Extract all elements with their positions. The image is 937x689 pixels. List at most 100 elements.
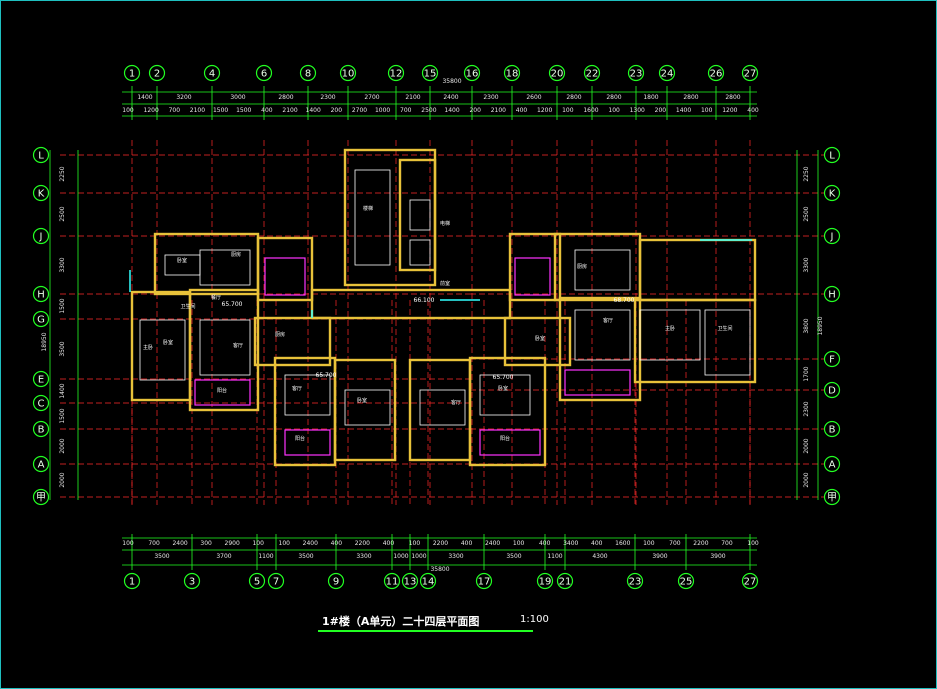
dimension-text: 3700 — [216, 553, 231, 560]
dimension-text: 100 — [701, 107, 713, 114]
axis-bubble-top — [299, 64, 317, 82]
dimension-text: 100 — [252, 540, 264, 547]
axis-label-bottom: 3 — [189, 577, 195, 588]
axis-label-top: 12 — [390, 69, 403, 80]
dimension-text: 3300 — [59, 257, 66, 272]
dimension-text: 100 — [562, 107, 574, 114]
axis-label-bottom: 21 — [559, 577, 572, 588]
axis-label-bottom: 17 — [478, 577, 491, 588]
dimension-text: 2500 — [59, 206, 66, 221]
dimension-text: 1500 — [236, 107, 251, 114]
elevation-label: 65.700 — [316, 372, 337, 379]
room-label: 卫生间 — [180, 303, 195, 310]
axis-bubble-top — [463, 64, 481, 82]
axis-bubble-top — [658, 64, 676, 82]
dimension-text: 3900 — [710, 553, 725, 560]
axis-bubble-right — [823, 455, 841, 473]
dimension-text: 700 — [169, 107, 181, 114]
dimension-text: 2250 — [803, 166, 810, 181]
axis-bubble-top — [387, 64, 405, 82]
dimension-text: 200 — [469, 107, 481, 114]
room-label: 客厅 — [451, 399, 461, 406]
room-label: 卧室 — [357, 397, 367, 404]
axis-label-top: 22 — [586, 69, 599, 80]
wall-outline — [503, 316, 572, 367]
dimension-text: 2100 — [491, 107, 506, 114]
axis-bubble-bottom — [475, 572, 493, 590]
axis-label-left: B — [38, 425, 45, 436]
dimension-text: 100 — [409, 540, 421, 547]
dimension-text: 2000 — [59, 438, 66, 453]
axis-label-bottom: 9 — [333, 577, 339, 588]
dimension-text: 400 — [461, 540, 473, 547]
room-label: 厨房 — [577, 263, 587, 270]
axis-label-top: 6 — [261, 69, 267, 80]
axis-bubble-top — [339, 64, 357, 82]
drawing-scale: 1:100 — [520, 614, 549, 625]
room-label: 厨房 — [275, 331, 285, 338]
dimension-text: 2700 — [364, 94, 379, 101]
dimension-text: 1200 — [144, 107, 159, 114]
dimension-text: 100 — [747, 540, 759, 547]
axis-label-right: L — [829, 151, 835, 162]
room-label: 客厅 — [233, 342, 243, 349]
dimension-text: 2200 — [355, 540, 370, 547]
dimension-total-left: 18950 — [41, 332, 48, 351]
axis-label-left: H — [37, 290, 45, 301]
axis-bubble-bottom — [383, 572, 401, 590]
axis-bubble-left — [32, 227, 50, 245]
dimension-text: 2400 — [172, 540, 187, 547]
dimension-text: 3500 — [154, 553, 169, 560]
dimension-text: 3300 — [803, 257, 810, 272]
dimension-text: 1500 — [59, 408, 66, 423]
dimension-text: 1000 — [411, 553, 426, 560]
dimension-text: 100 — [608, 107, 620, 114]
dimension-text: 1400 — [59, 383, 66, 398]
dimension-text: 1200 — [537, 107, 552, 114]
drawing-title: 1#楼（A单元）二十四层平面图 — [322, 615, 480, 628]
dimension-text: 3500 — [59, 341, 66, 356]
axis-bubble-bottom — [677, 572, 695, 590]
axis-label-right: J — [830, 232, 834, 243]
axis-label-bottom: 14 — [422, 577, 435, 588]
axis-label-top: 2 — [154, 69, 160, 80]
axis-label-right: K — [829, 189, 836, 200]
room-furniture — [639, 309, 701, 361]
dimension-text: 1700 — [803, 366, 810, 381]
dimension-text: 300 — [200, 540, 212, 547]
axis-bubble-left — [32, 184, 50, 202]
room-label: 主卧 — [665, 325, 675, 332]
axis-bubble-top — [421, 64, 439, 82]
dimension-text: 700 — [400, 107, 412, 114]
axis-label-top: 24 — [661, 69, 674, 80]
axis-label-top: 4 — [209, 69, 215, 80]
axis-bubble-top — [583, 64, 601, 82]
dimension-text: 2300 — [803, 401, 810, 416]
dimension-text: 2900 — [225, 540, 240, 547]
dimension-text: 2800 — [606, 94, 621, 101]
elevation-label: 66.100 — [414, 297, 435, 304]
axis-bubble-right — [823, 350, 841, 368]
dimension-text: 1400 — [676, 107, 691, 114]
axis-bubble-top — [741, 64, 759, 82]
dimension-text: 400 — [516, 107, 528, 114]
wall-outline — [408, 358, 472, 462]
axis-bubble-bottom — [741, 572, 759, 590]
room-furniture — [704, 309, 751, 376]
room-label: 阳台 — [500, 435, 510, 442]
dimension-text: 400 — [591, 540, 603, 547]
axis-bubble-top — [123, 64, 141, 82]
axis-label-bottom: 5 — [254, 577, 260, 588]
axis-label-right: H — [828, 290, 836, 301]
dimension-text: 1100 — [258, 553, 273, 560]
axis-label-top: 20 — [551, 69, 564, 80]
elevation-label: 65.700 — [222, 301, 243, 308]
axis-label-top: 16 — [466, 69, 479, 80]
dimension-text: 2400 — [303, 540, 318, 547]
dimension-text: 1300 — [630, 107, 645, 114]
dimension-text: 1000 — [375, 107, 390, 114]
dimension-text: 1400 — [306, 107, 321, 114]
dimension-text: 2000 — [59, 472, 66, 487]
dimension-text: 400 — [331, 540, 343, 547]
wall-outline — [633, 298, 757, 384]
